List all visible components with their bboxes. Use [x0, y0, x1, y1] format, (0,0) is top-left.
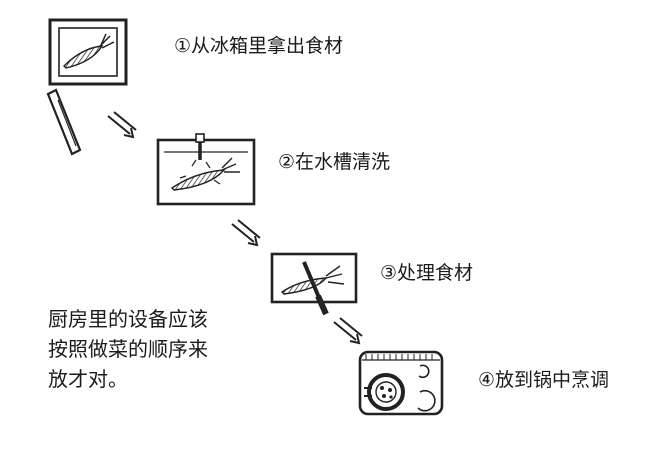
- step-4-label: ④放到锅中烹调: [478, 369, 610, 391]
- double-arrow-icon: [107, 111, 137, 139]
- caption-line-1: 厨房里的设备应该: [48, 307, 208, 331]
- caption-note: 厨房里的设备应该 按照做菜的顺序来 放才对。: [48, 304, 208, 394]
- fridge-carrot-icon: [46, 18, 128, 156]
- double-arrow-icon: [333, 317, 363, 345]
- caption-line-3: 放才对。: [48, 367, 128, 391]
- cutting-board-knife-icon: [270, 252, 358, 316]
- stove-pot-icon: [358, 350, 444, 416]
- double-arrow-icon: [231, 219, 261, 247]
- caption-line-2: 按照做菜的顺序来: [48, 337, 208, 361]
- step-1-label: ①从冰箱里拿出食材: [174, 35, 344, 57]
- sink-carrot-icon: [156, 133, 256, 206]
- step-3-label: ③处理食材: [380, 262, 474, 284]
- step-2-label: ②在水槽清洗: [278, 151, 391, 173]
